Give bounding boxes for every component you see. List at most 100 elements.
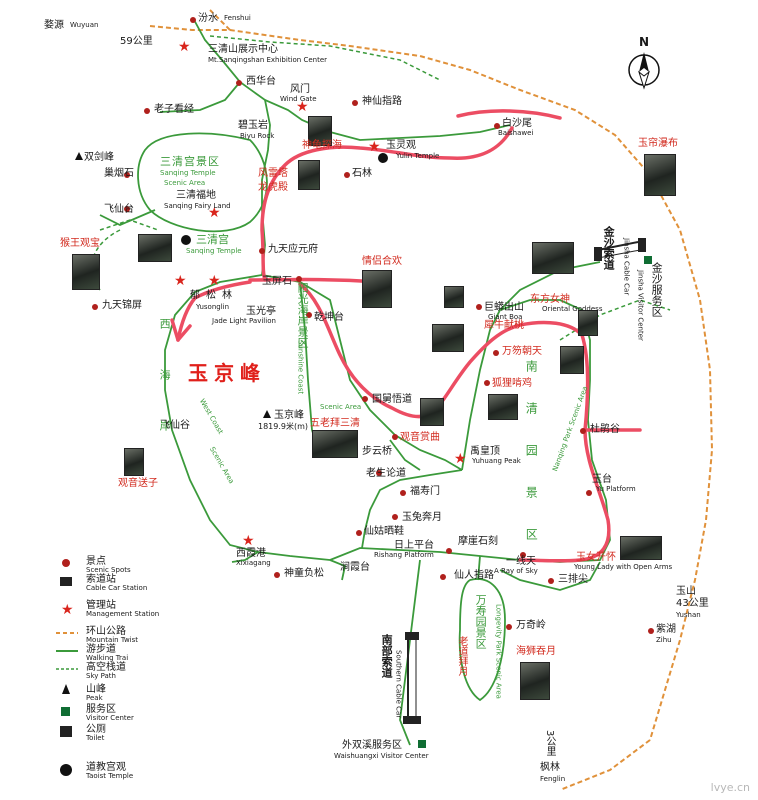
label-yangguang-en1: Sunshine Coast	[296, 340, 305, 395]
spot-dot	[648, 628, 654, 634]
spot-dot	[548, 578, 554, 584]
photo-guanyinsongzi	[124, 448, 144, 476]
spot-dot	[580, 428, 586, 434]
label-dujuan: 杜鹃谷	[590, 424, 620, 435]
photo-yunv	[620, 536, 662, 560]
label-nanbu-cn: 南部索道	[380, 634, 394, 678]
spot-dot	[400, 490, 406, 496]
label-fengleita: 风雷塔	[258, 168, 288, 179]
label-yusong-en: Yusonglin	[196, 303, 230, 311]
label-nanqingyuan-cn: 南清园景区	[524, 360, 539, 570]
photo-wanshou	[560, 346, 584, 374]
label-yusong-cn: 郁松林	[190, 290, 238, 301]
spot-dot	[586, 490, 592, 496]
label-xixiagang-en: Xixiagang	[236, 559, 271, 567]
spot-dot	[190, 17, 196, 23]
legend-sky-path: 高空栈道 Sky Path	[86, 662, 126, 681]
label-houwang: 猴王观宝	[60, 238, 100, 249]
legend-label-en: Taoist Temple	[86, 772, 134, 780]
photo-julian	[444, 286, 464, 308]
label-xianggu: 仙姑晒鞋	[364, 526, 404, 537]
road-wuyuan-dist: 59公里	[120, 36, 153, 47]
label-biyuyan-en: Biyu Rock	[240, 132, 275, 140]
spot-dot	[296, 276, 302, 282]
photo-quexiao	[432, 324, 464, 352]
label-yeyanshi: 巢烟石	[104, 168, 134, 179]
label-jinsha-vc-en: Jinsha Visitor Center	[636, 270, 645, 341]
label-yujingfeng-cn: 玉京峰	[274, 410, 304, 421]
label-biyuyan-cn: 碧玉岩	[238, 120, 268, 131]
label-sanpai: 三排尖	[558, 574, 588, 585]
photo-dongfang	[578, 310, 598, 336]
label-risheng-en: Rishang Platform	[374, 551, 434, 559]
label-fairyland-en: Sanqing Fairy Land	[164, 202, 231, 210]
label-baishawei-cn: 白沙尾	[502, 118, 532, 129]
label-sanqinggong-area-en1: Sanqing Temple	[160, 169, 216, 177]
management-star-icon: ★	[208, 205, 221, 221]
label-guanyin: 观音赏曲	[400, 432, 440, 443]
label-dongfang-en: Oriental Goddess	[542, 305, 603, 313]
legend-peak: 山峰 Peak	[86, 684, 106, 703]
label-huli: 狐狸啃鸡	[492, 378, 532, 389]
legend-label-en: Cable Car Station	[86, 584, 148, 592]
label-exhibition-cn: 三清山展示中心	[208, 44, 278, 55]
label-fairyland-cn: 三清福地	[176, 190, 216, 201]
walking-trails	[99, 17, 611, 746]
management-star-icon: ★	[174, 273, 187, 289]
highlighted-route	[170, 109, 642, 563]
road-wuyuan-en: Wuyuan	[70, 21, 99, 29]
legend-label: 公厕	[86, 724, 106, 735]
label-zhaoxia: 涧霞台	[340, 562, 370, 573]
label-yulingguan-en: Yulin Temple	[396, 152, 440, 160]
label-yunv-en: Young Lady with Open Arms	[574, 563, 673, 571]
legend-cable-station: 索道站 Cable Car Station	[86, 574, 147, 593]
spot-dot	[494, 123, 500, 129]
label-xianren: 仙人指路	[454, 570, 494, 581]
photo-guoyu	[420, 398, 444, 426]
label-laodao: 老道拜月	[456, 636, 467, 676]
svg-text:★: ★	[61, 602, 74, 618]
photo-jinsha	[532, 242, 574, 274]
label-yutai-en: Yu Platform	[596, 485, 636, 493]
label-sanqinggong-en: Sanqing Temple	[186, 247, 242, 255]
legend-management: 管理站 Management Station	[86, 600, 159, 619]
label-fenshui-cn: 汾水	[198, 13, 218, 24]
label-jiutianjin: 九天锦屏	[102, 300, 142, 311]
legend-scenic-spots: 景点 Scenic Spots	[86, 556, 131, 575]
label-baishawei-en: Baishawei	[498, 129, 534, 137]
label-yutai-cn: 玉台	[592, 474, 612, 485]
management-star-icon: ★	[208, 273, 221, 289]
label-shenxian: 神仙指路	[362, 96, 402, 107]
legend-label: 山峰	[86, 684, 106, 695]
label-buyunqiao: 步云桥	[362, 446, 392, 457]
road-wuyuan-cn: 婺源	[44, 20, 64, 31]
legend-symbols: ★	[56, 559, 78, 776]
legend-label-en: Mountain Twist	[86, 636, 139, 644]
label-longhudian: 龙虎殿	[258, 182, 288, 193]
label-dongfang-cn: 东方女神	[530, 294, 570, 305]
label-haishi: 海狮吞月	[516, 646, 556, 657]
label-yutu: 玉兔奔月	[402, 512, 442, 523]
label-shuangjian: 双剑峰	[84, 152, 114, 163]
mountain-road	[149, 9, 714, 791]
label-wanqiling: 万奇岭	[516, 620, 546, 631]
spot-dot	[484, 380, 490, 386]
label-xihuatai: 西华台	[246, 76, 276, 87]
label-yulingguan-cn: 玉灵观	[386, 140, 416, 151]
road-yushan-cn: 玉山	[676, 586, 696, 597]
road-fenglin-dist: 3公里	[544, 730, 555, 757]
legend-label: 服务区	[86, 704, 116, 715]
spot-dot	[392, 434, 398, 440]
peak-icon	[263, 410, 271, 418]
label-nanbu-en: Southern Cable Car	[394, 650, 403, 719]
legend-label-en: Peak	[86, 694, 103, 702]
label-sanqinggong-area: 三清宫景区	[160, 155, 220, 168]
label-waishuangxi-cn: 外双溪服务区	[342, 740, 402, 751]
management-star-icon: ★	[454, 451, 467, 467]
legend-road: 环山公路 Mountain Twist	[86, 626, 138, 645]
spot-dot	[306, 312, 312, 318]
legend-visitor: 服务区 Visitor Center	[86, 704, 134, 723]
spot-dot	[476, 304, 482, 310]
label-wanshou: 万笏朝天	[502, 346, 542, 357]
